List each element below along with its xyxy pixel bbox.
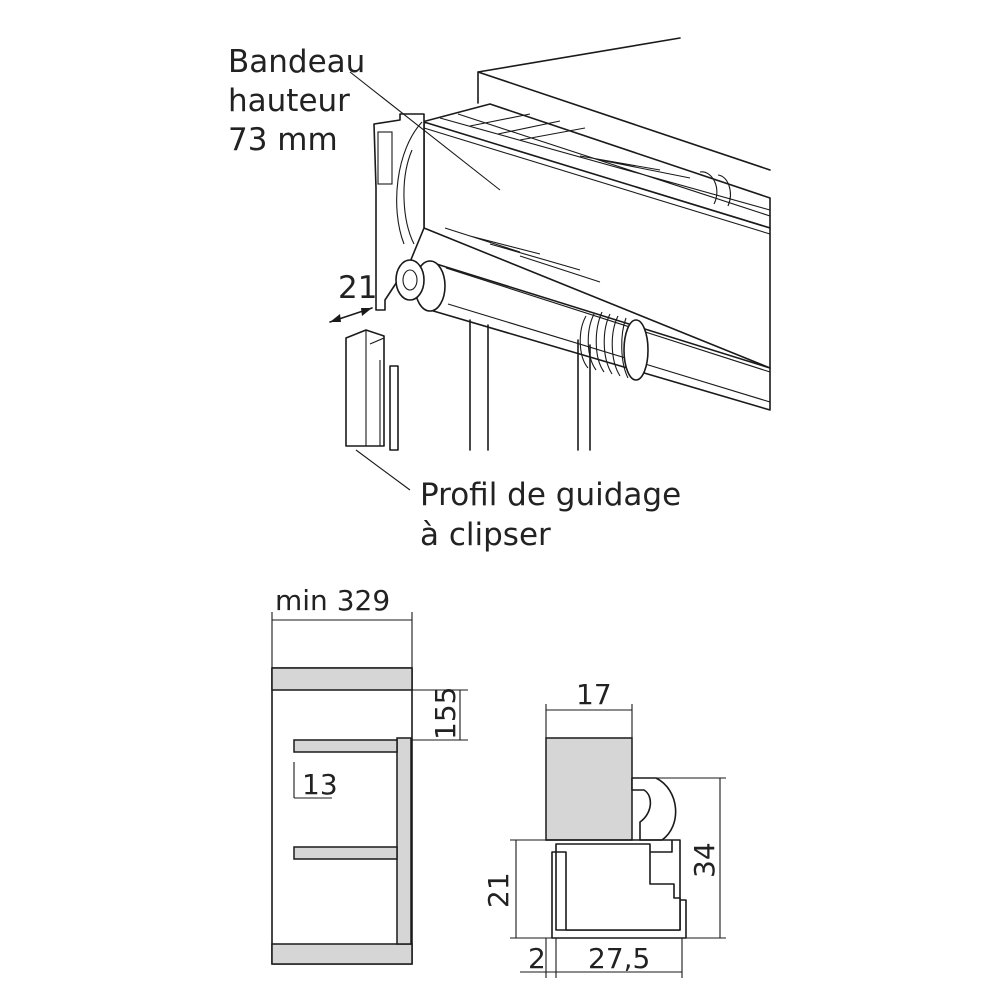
dim-13-line: [293, 762, 332, 799]
bandeau-label-3: 73 mm: [228, 122, 338, 158]
dim-base-label: 27,5: [588, 942, 650, 975]
profil-label-1: Profil de guidage: [420, 477, 681, 513]
tube-end-knob-inner: [402, 269, 418, 291]
section-slat-lower: [293, 846, 398, 860]
profil-label-2: à clipser: [420, 517, 551, 553]
profile-clip-arc: [631, 777, 677, 841]
dim-17-line: [545, 704, 633, 738]
bandeau-leader: [349, 71, 501, 191]
width-dim-line: [271, 612, 413, 668]
section-outer-box: [271, 667, 413, 965]
section-view: [271, 612, 468, 965]
section-slat-upper: [293, 739, 398, 753]
end-cap-slot: [377, 131, 393, 185]
profile-section-view: [510, 704, 726, 978]
section-top-band: [271, 667, 413, 691]
dim-21b-line: [510, 839, 552, 939]
end-cap-curve: [396, 121, 423, 245]
guide-profile: [345, 329, 399, 451]
head-rail-slats: [469, 113, 691, 179]
roller-inner-ellipse: [699, 171, 731, 207]
dim-base-line: [520, 938, 683, 978]
dim-wall-label: 2: [528, 942, 546, 975]
profile-channel-body: [555, 843, 681, 931]
isometric-view: [329, 37, 771, 491]
bandeau-label-1: Bandeau: [228, 44, 365, 80]
dim-34-line: [656, 777, 726, 939]
tube-end-knob: [395, 259, 425, 301]
dim-155-label: 155: [429, 687, 462, 740]
bandeau-top-edge: [423, 127, 771, 235]
dim-34-label: 34: [688, 842, 721, 878]
dim-21-arrow: [329, 307, 373, 323]
dim-155-line: [412, 689, 468, 741]
ceiling-board-outline: [477, 37, 771, 171]
dim-17-label: 17: [576, 678, 612, 711]
width-dim-label: min 329: [275, 584, 390, 617]
profile-gray-insert: [545, 737, 633, 841]
bandeau-label-2: hauteur: [228, 83, 350, 119]
profil-leader: [355, 449, 411, 491]
section-bottom-band: [271, 943, 413, 965]
bandeau-slat-lines: [444, 227, 601, 283]
section-right-bar: [396, 737, 412, 945]
dim-21b-label: 21: [482, 872, 515, 908]
spring-coil: [579, 311, 649, 381]
dim-21-label: 21: [338, 270, 377, 306]
dim-13-label: 13: [302, 768, 338, 801]
